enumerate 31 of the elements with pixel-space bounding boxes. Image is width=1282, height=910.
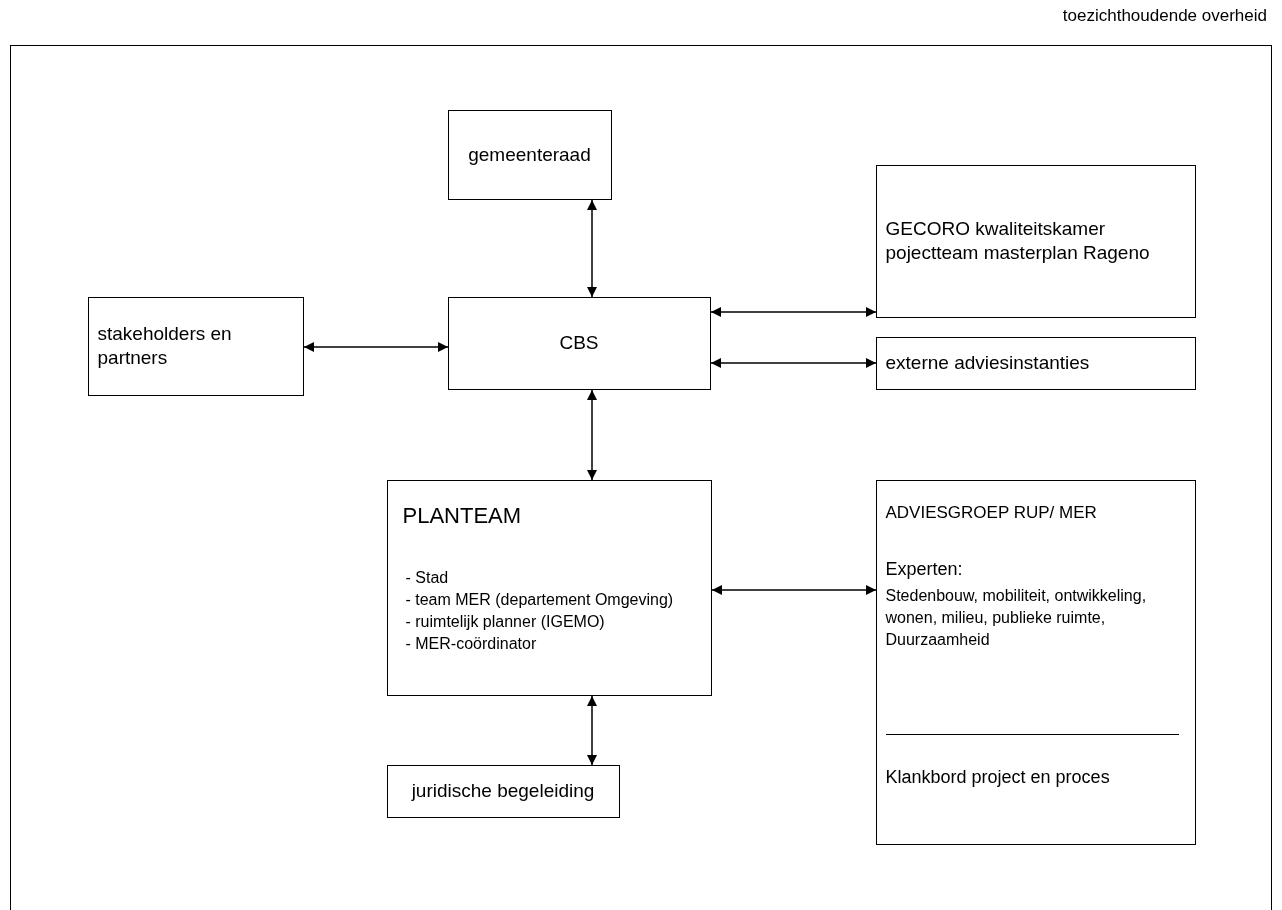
team-member: - MER-coördinator: [405, 634, 537, 653]
team-heading: PLANTEAM: [402, 502, 522, 529]
double-arrow: [710, 358, 877, 368]
double-arrow: [711, 585, 877, 595]
org-box: [87, 296, 304, 396]
team-member: - team MER (departement Omgeving): [405, 590, 674, 609]
double-arrow: [587, 199, 597, 298]
team-box: [386, 479, 712, 696]
double-arrow: [303, 342, 449, 352]
team-member: - ruimtelijk planner (IGEMO): [405, 612, 605, 631]
org-box: [875, 336, 1196, 390]
org-box: [447, 109, 612, 200]
box-label: GECORO kwaliteitskamer pojectteam masterplan Rageno: [885, 217, 1151, 265]
box-label: juridische begeleiding: [410, 780, 596, 802]
group-box: [875, 479, 1196, 845]
org-box: [875, 164, 1196, 318]
experts-heading: Experten:: [885, 558, 963, 580]
double-arrow: [710, 307, 877, 317]
group-heading: ADVIESGROEP RUP/ MER: [885, 502, 1097, 523]
org-box: [386, 764, 620, 818]
note-text: Klankbord project en proces: [885, 765, 1111, 789]
frame-title: toezichthoudende overheid: [1062, 6, 1267, 26]
box-label: stakeholders en partners: [97, 322, 233, 370]
team-member: - Stad: [405, 568, 449, 587]
double-arrow: [587, 695, 597, 766]
experts-list: Stedenbouw, mobiliteit, ontwikkeling, wonen, milieu, publieke ruimte, Duurzaamheid: [885, 584, 1183, 652]
double-arrow: [587, 389, 597, 481]
org-box: [447, 296, 711, 390]
box-label: gemeenteraad: [467, 143, 592, 166]
box-label: externe adviesinstanties: [885, 351, 1091, 375]
box-label: CBS: [558, 332, 600, 354]
